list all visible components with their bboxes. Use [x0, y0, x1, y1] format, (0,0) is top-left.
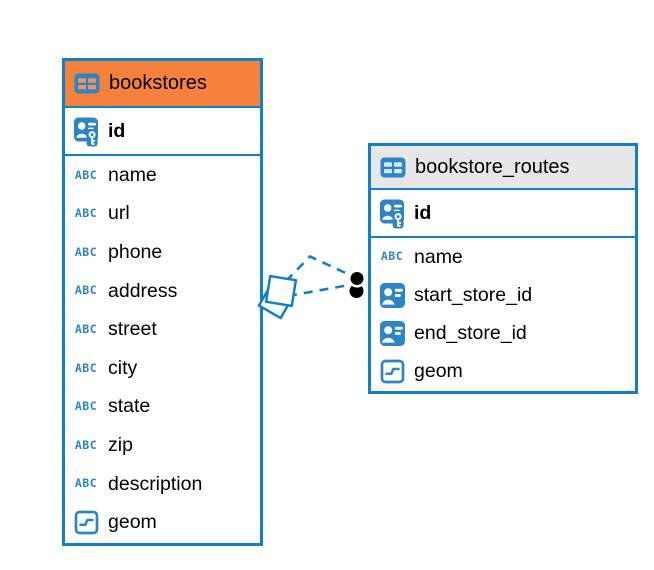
column-name: street [108, 318, 157, 341]
column-name: geom [108, 511, 157, 534]
column-name: zip [108, 433, 133, 456]
column-name: id [108, 119, 126, 142]
column-name: name [414, 245, 463, 268]
column-name: phone [108, 240, 163, 263]
column-row-state[interactable]: ABC state [65, 388, 260, 427]
column-row-street[interactable]: ABC street [65, 310, 260, 349]
column-name: address [108, 279, 178, 302]
table-name: bookstore_routes [415, 155, 570, 178]
column-row-phone[interactable]: ABC phone [65, 233, 260, 272]
table-name: bookstores [109, 72, 207, 94]
column-row-zip[interactable]: ABC zip [65, 426, 260, 465]
relationship-source-marker[interactable] [257, 274, 298, 320]
column-row-start_store_id[interactable]: start_store_id [371, 276, 635, 314]
text-type-icon: ABC [74, 437, 98, 452]
column-row-end_store_id[interactable]: end_store_id [371, 314, 635, 352]
column-row-url[interactable]: ABC url [65, 195, 260, 234]
relationship-line[interactable] [285, 254, 351, 298]
geometry-type-icon [72, 510, 100, 535]
column-row-name[interactable]: ABC name [65, 156, 260, 195]
geometry-type-icon [378, 359, 406, 384]
column-row-name[interactable]: ABC name [371, 238, 635, 276]
column-name: end_store_id [414, 321, 527, 344]
primary-key-icon [378, 198, 406, 229]
column-row-geom[interactable]: geom [371, 353, 635, 391]
text-type-icon: ABC [74, 283, 98, 298]
text-type-icon: ABC [380, 249, 404, 264]
column-row-address[interactable]: ABC address [65, 272, 260, 311]
text-type-icon: ABC [74, 476, 98, 491]
primary-key-icon [72, 116, 100, 147]
reference-icon [378, 282, 406, 309]
text-type-icon: ABC [74, 399, 98, 414]
text-type-icon: ABC [74, 206, 98, 221]
column-row-id[interactable]: id [65, 108, 260, 156]
table-header[interactable]: bookstores [65, 61, 260, 108]
column-name: state [108, 395, 151, 418]
reference-icon [378, 320, 406, 347]
relationship-endpoint-marker[interactable] [347, 269, 367, 298]
text-type-icon: ABC [74, 360, 98, 375]
column-name: name [108, 163, 157, 186]
text-type-icon: ABC [74, 244, 98, 259]
column-name: description [108, 472, 203, 495]
column-name: id [414, 201, 432, 224]
text-type-icon: ABC [74, 167, 98, 182]
column-row-description[interactable]: ABC description [65, 465, 260, 504]
table-icon [73, 73, 100, 94]
text-type-icon: ABC [74, 321, 98, 336]
column-row-city[interactable]: ABC city [65, 349, 260, 388]
table-icon [379, 157, 406, 178]
column-row-geom[interactable]: geom [65, 503, 260, 542]
table-header[interactable]: bookstore_routes [371, 146, 635, 190]
column-name: geom [414, 360, 463, 383]
column-row-id[interactable]: id [371, 190, 635, 238]
column-name: city [108, 356, 138, 379]
column-name: start_store_id [414, 283, 533, 306]
column-name: url [108, 202, 130, 225]
